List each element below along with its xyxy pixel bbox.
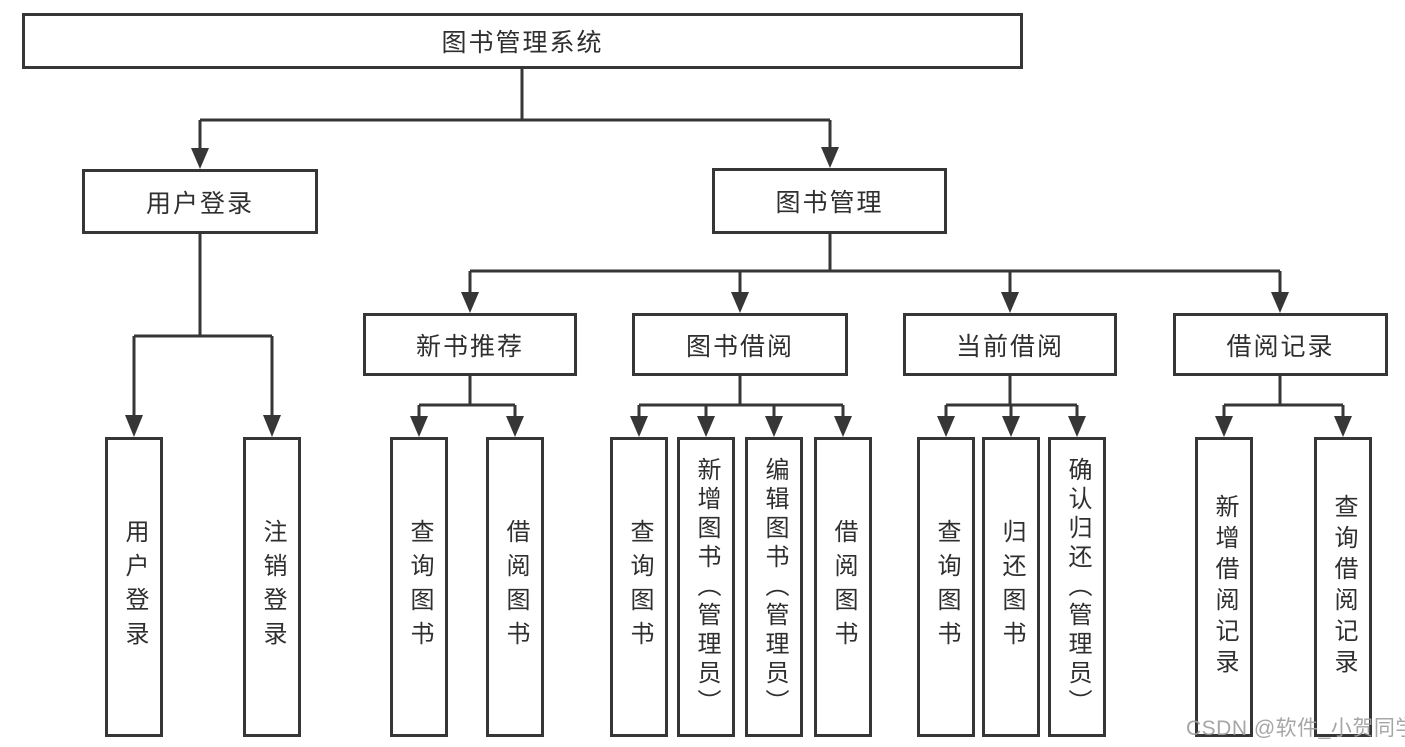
node-book-management-label: 图书管理 <box>775 189 884 217</box>
node-book-borrowing: 图书借阅 <box>632 313 848 376</box>
arrow-down-icon <box>191 148 209 169</box>
leaf-user-login: 用户登录 <box>105 437 163 737</box>
arrow-down-icon <box>765 416 783 437</box>
arrow-down-icon <box>506 416 524 437</box>
leaf-br-add-borrow-record: 新增借阅记录 <box>1195 437 1253 737</box>
arrow-down-icon <box>697 416 715 437</box>
leaf-logout: 注销登录 <box>243 437 301 737</box>
node-book-borrowing-label: 图书借阅 <box>685 332 794 361</box>
node-root-label: 图书管理系统 <box>441 29 604 57</box>
arrow-down-icon <box>125 415 143 437</box>
arrow-down-icon <box>410 416 428 437</box>
node-borrowing-records-label: 借阅记录 <box>1226 332 1335 361</box>
leaf-bb-query-books: 查询图书 <box>610 437 668 737</box>
node-new-book-recommendation: 新书推荐 <box>363 313 577 376</box>
arrow-down-icon <box>630 416 648 437</box>
arrow-down-icon <box>1334 416 1352 437</box>
arrowhead-icons <box>125 147 1352 437</box>
leaf-cb-query-books: 查询图书 <box>917 437 975 737</box>
arrow-down-icon <box>1002 416 1020 437</box>
node-user-login: 用户登录 <box>82 169 318 234</box>
node-current-borrowing: 当前借阅 <box>903 313 1117 376</box>
leaf-bb-add-books-admin: 新增图书（管理员） <box>677 437 735 737</box>
leaf-br-query-borrow-record: 查询借阅记录 <box>1314 437 1372 737</box>
leaf-bb-edit-books-admin: 编辑图书（管理员） <box>745 437 803 737</box>
node-book-management: 图书管理 <box>712 168 947 234</box>
arrow-down-icon <box>937 416 955 437</box>
node-new-book-recommendation-label: 新书推荐 <box>415 332 524 361</box>
arrow-down-icon <box>1068 416 1086 437</box>
leaf-nbr-borrow-books: 借阅图书 <box>486 437 544 737</box>
arrow-down-icon <box>1271 292 1289 313</box>
node-root: 图书管理系统 <box>22 13 1023 69</box>
leaf-cb-confirm-return-admin: 确认归还（管理员） <box>1048 437 1106 737</box>
arrow-down-icon <box>1001 292 1019 313</box>
leaf-nbr-query-books: 查询图书 <box>390 437 448 737</box>
arrow-down-icon <box>821 147 839 168</box>
leaf-cb-return-books: 归还图书 <box>982 437 1040 737</box>
node-current-borrowing-label: 当前借阅 <box>955 332 1064 361</box>
csdn-watermark: CSDN @软件_小贺同学 <box>1186 717 1405 740</box>
arrow-down-icon <box>834 416 852 437</box>
node-user-login-label: 用户登录 <box>145 189 254 218</box>
leaf-bb-borrow-books: 借阅图书 <box>814 437 872 737</box>
node-borrowing-records: 借阅记录 <box>1173 313 1388 376</box>
arrow-down-icon <box>1215 416 1233 437</box>
arrow-down-icon <box>731 292 749 313</box>
arrow-down-icon <box>263 415 281 437</box>
arrow-down-icon <box>461 292 479 313</box>
